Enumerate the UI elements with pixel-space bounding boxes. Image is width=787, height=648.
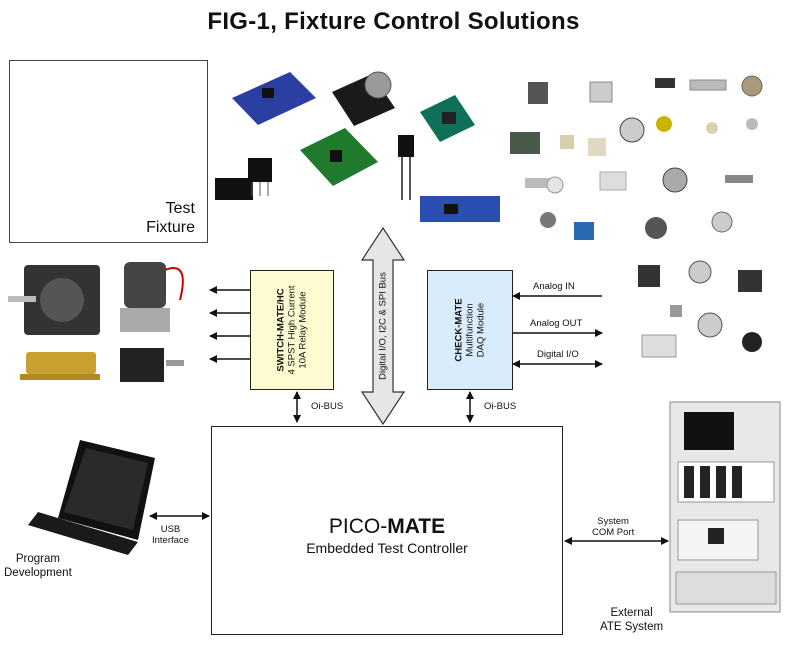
switch-mate-line2: 4 SPST High Current: [286, 285, 298, 375]
digital-io-label: Digital I/O: [537, 349, 579, 360]
sensor-boards-image: [215, 71, 500, 222]
usb-label-line1: USB: [160, 524, 181, 535]
check-mate-name-bold: MATE: [453, 298, 465, 325]
digital-bus-arrow: [360, 226, 406, 426]
test-fixture-label: Test Fixture: [146, 199, 195, 237]
system-com-port-label: System COM Port: [592, 516, 634, 538]
analog-out-label: Analog OUT: [530, 318, 583, 329]
figure-title: FIG-1, Fixture Control Solutions: [207, 8, 580, 35]
check-mate-text: CHECK-MATE Multifunction DAQ Module: [454, 298, 487, 361]
switch-mate-name-prefix: SWITCH-: [275, 330, 287, 372]
ate-label-line1: External: [610, 607, 653, 619]
program-development-label: Program Development: [4, 552, 72, 580]
check-mate-name-prefix: CHECK-: [453, 324, 465, 362]
system-com-line1: System: [597, 516, 629, 527]
ate-label-line2: ATE System: [600, 621, 664, 633]
pico-mate-subtitle: Embedded Test Controller: [306, 540, 468, 556]
switch-mate-line3: 10A Relay Module: [297, 291, 309, 369]
bus-label: Digital I/O, I2C & SPI Bus: [377, 272, 389, 380]
external-ate-label: External ATE System: [600, 606, 663, 634]
switch-mate-name-bold: MATE: [275, 304, 287, 331]
actuators-image: [8, 262, 184, 382]
switch-mate-module: SWITCH-MATE/HC 4 SPST High Current 10A R…: [250, 270, 334, 390]
pico-mate-title: PICO-MATE: [212, 515, 562, 539]
test-fixture-label-line1: Test: [165, 200, 195, 217]
usb-label-line2: Interface: [152, 535, 189, 546]
analog-in-label: Analog IN: [533, 281, 575, 292]
usb-interface-label: USB Interface: [152, 524, 189, 546]
oi-bus-left-label: Oi-BUS: [311, 401, 344, 412]
program-dev-line2: Development: [4, 567, 72, 579]
pico-mate-name-bold: MATE: [387, 515, 446, 538]
laptop-image: [28, 440, 155, 555]
system-com-line2: COM Port: [592, 527, 635, 538]
pico-mate-controller: PICO-MATE Embedded Test Controller: [211, 426, 563, 635]
test-fixture-label-line2: Fixture: [146, 219, 195, 236]
check-mate-module: CHECK-MATE Multifunction DAQ Module: [427, 270, 513, 390]
switch-mate-name-suffix: /HC: [275, 288, 287, 305]
test-fixture-panel: Test Fixture: [9, 60, 208, 243]
pico-mate-name-prefix: PICO-: [328, 515, 388, 538]
sensors-image: [510, 75, 763, 358]
check-mate-line2: Multifunction: [464, 303, 476, 357]
ate-system-image: [669, 401, 781, 613]
check-mate-line3: DAQ Module: [475, 302, 487, 358]
switch-mate-text: SWITCH-MATE/HC 4 SPST High Current 10A R…: [276, 285, 309, 374]
program-dev-line1: Program: [15, 553, 60, 565]
oi-bus-right-label: Oi-BUS: [484, 401, 517, 412]
